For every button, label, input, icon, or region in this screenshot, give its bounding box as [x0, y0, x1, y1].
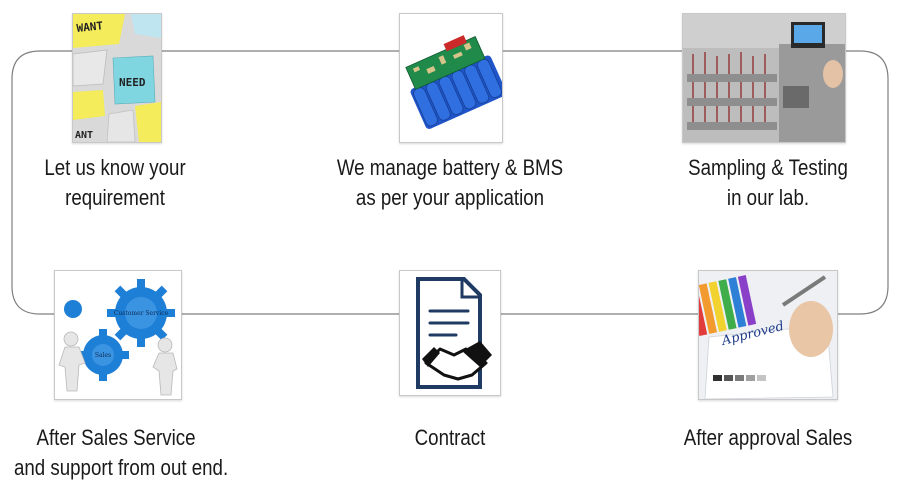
caption-after-sales-line-2: and support from out end.: [14, 455, 229, 480]
caption-contract: Contract: [374, 423, 527, 453]
requirement-image: WANT NEED ANT: [72, 13, 162, 143]
approved-document-signing-icon: Approved: [699, 271, 837, 399]
caption-manage-line-2: as per your application: [355, 185, 545, 210]
sticky-notes-want-need-icon: WANT NEED ANT: [73, 14, 161, 142]
caption-after-sales: After Sales Service and support from out…: [14, 423, 229, 483]
battery-pack-bms-icon: [400, 14, 502, 142]
battery-bms-image: [399, 13, 503, 143]
approval-image: Approved: [698, 270, 838, 400]
lab-testing-equipment-icon: [683, 14, 845, 142]
gear-large-label: Customer Service: [114, 310, 169, 317]
want-bottom-label: ANT: [75, 130, 93, 141]
contract-image: [399, 270, 501, 396]
after-sales-image: Customer Service Sales: [54, 270, 182, 400]
caption-manage: We manage battery & BMS as per your appl…: [331, 153, 569, 213]
need-label: NEED: [119, 76, 146, 89]
lab-testing-image: [682, 13, 846, 143]
caption-testing-line-1: Sampling & Testing: [688, 155, 848, 180]
caption-requirement-line-1: Let us know your: [44, 155, 186, 180]
caption-approval-line-1: After approval Sales: [683, 425, 853, 450]
caption-testing: Sampling & Testing in our lab.: [675, 153, 862, 213]
caption-after-sales-line-1: After Sales Service: [36, 425, 196, 450]
gear-small-label: Sales: [95, 352, 111, 359]
caption-contract-line-1: Contract: [414, 425, 486, 450]
want-top-label: WANT: [76, 19, 104, 35]
caption-requirement: Let us know your requirement: [30, 153, 200, 213]
caption-approval: After approval Sales: [675, 423, 862, 453]
caption-requirement-line-2: requirement: [65, 185, 165, 210]
contract-handshake-icon: [400, 271, 500, 395]
caption-testing-line-2: in our lab.: [726, 185, 810, 210]
caption-manage-line-1: We manage battery & BMS: [336, 155, 564, 180]
gears-people-icon: Customer Service Sales: [55, 271, 181, 399]
